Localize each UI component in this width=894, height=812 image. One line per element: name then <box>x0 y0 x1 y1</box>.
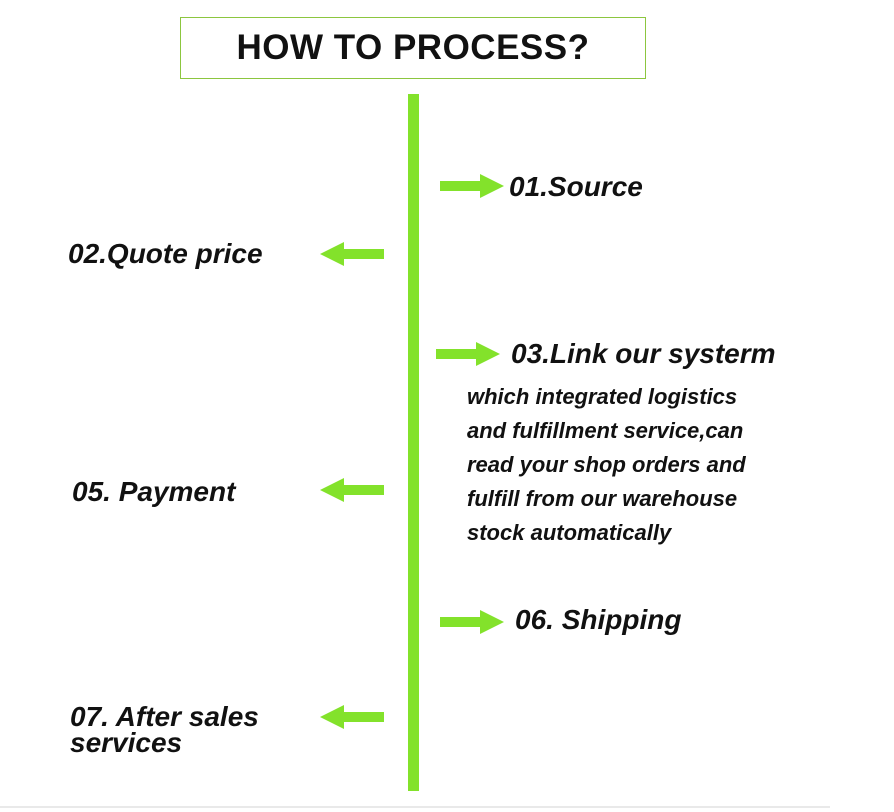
description-line: and fulfillment service,can <box>467 418 744 443</box>
timeline-line <box>408 94 419 791</box>
step-07-after-sales: 07. After sales services <box>70 701 259 758</box>
step-07-label-line: 07. After sales <box>70 701 259 732</box>
step-07-label-line: services <box>70 727 183 758</box>
left-arrow-icon <box>320 705 384 729</box>
page-title: HOW TO PROCESS? <box>236 28 590 67</box>
left-arrow-icon <box>320 242 384 266</box>
description-line: read your shop orders and <box>467 452 746 477</box>
step-01-source: 01.Source <box>509 171 643 202</box>
right-arrow-icon <box>436 342 500 366</box>
step-02-quote-price: 02.Quote price <box>68 238 263 269</box>
step-03-description: which integrated logistics and fulfillme… <box>467 380 827 550</box>
right-arrow-icon <box>440 174 504 198</box>
description-line: fulfill from our warehouse <box>467 486 738 511</box>
title-box: HOW TO PROCESS? <box>180 17 646 79</box>
description-line: stock automatically <box>467 520 672 545</box>
bottom-divider <box>0 806 830 808</box>
step-03-link-system: 03.Link our systerm <box>511 338 776 369</box>
left-arrow-icon <box>320 478 384 502</box>
right-arrow-icon <box>440 610 504 634</box>
description-line: which integrated logistics <box>467 384 738 409</box>
step-06-shipping: 06. Shipping <box>515 604 682 635</box>
step-05-payment: 05. Payment <box>72 476 236 507</box>
